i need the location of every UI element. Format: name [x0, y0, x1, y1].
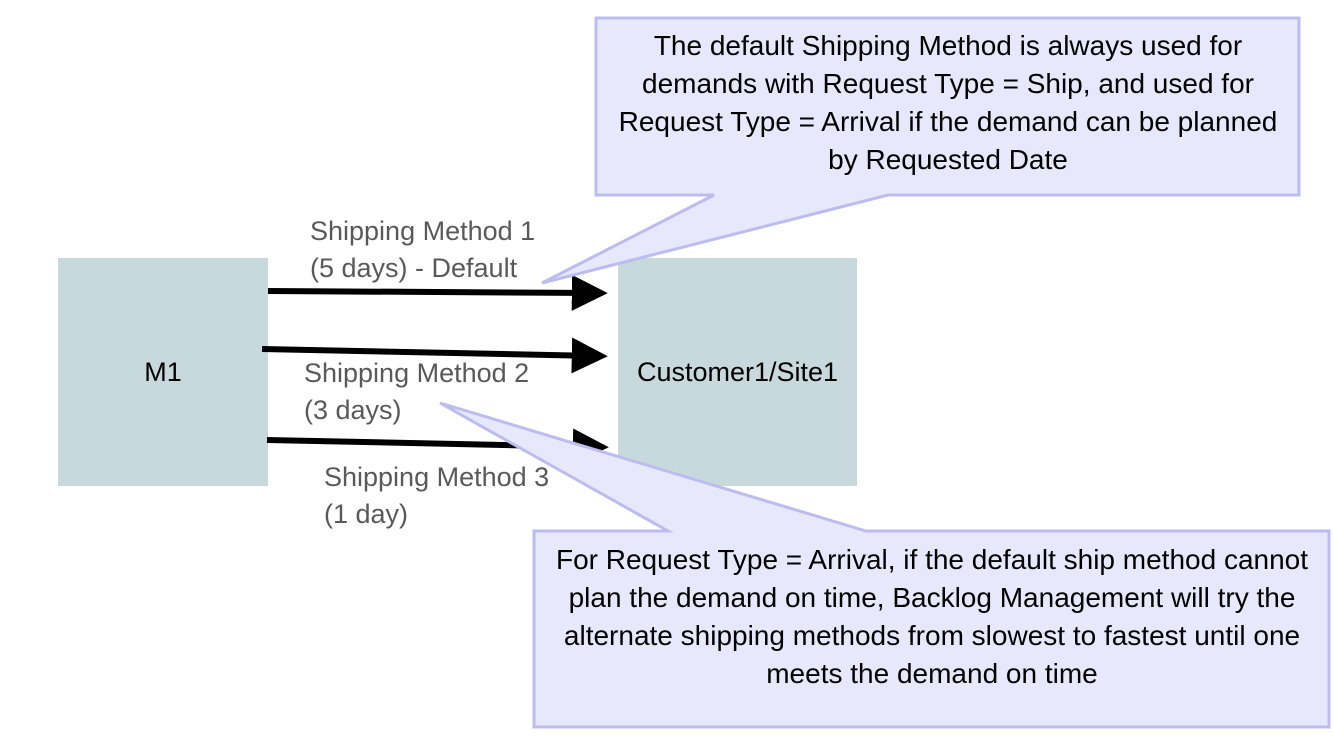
- shipping-method-1-detail: (5 days) - Default: [310, 253, 518, 283]
- shipping-method-1-name: Shipping Method 1: [310, 216, 536, 246]
- shipping-method-1-arrow: [267, 274, 608, 311]
- shipping-method-2-label: Shipping Method 2 (3 days): [304, 355, 529, 429]
- shipping-method-3-label: Shipping Method 3 (1 day): [324, 459, 549, 533]
- shipping-method-3-detail: (1 day): [324, 499, 409, 529]
- shipping-method-2-name: Shipping Method 2: [304, 358, 530, 388]
- shipping-method-2-arrow: [261, 337, 608, 374]
- destination-node-box: [618, 258, 857, 486]
- shipping-method-1-label: Shipping Method 1 (5 days) - Default: [310, 213, 535, 287]
- shipping-method-3-name: Shipping Method 3: [324, 462, 550, 492]
- default-method-callout-bubble: [541, 16, 1301, 285]
- destination-node-label: Customer1/Site1: [636, 356, 839, 387]
- shipping-method-2-detail: (3 days): [304, 395, 402, 425]
- source-node-box: [58, 258, 268, 486]
- alternate-methods-callout-bubble: [439, 401, 1331, 729]
- source-node-label: M1: [144, 356, 182, 387]
- alternate-methods-callout-text: For Request Type = Arrival, if the defau…: [555, 544, 1309, 689]
- default-method-callout-text: The default Shipping Method is always us…: [618, 30, 1278, 175]
